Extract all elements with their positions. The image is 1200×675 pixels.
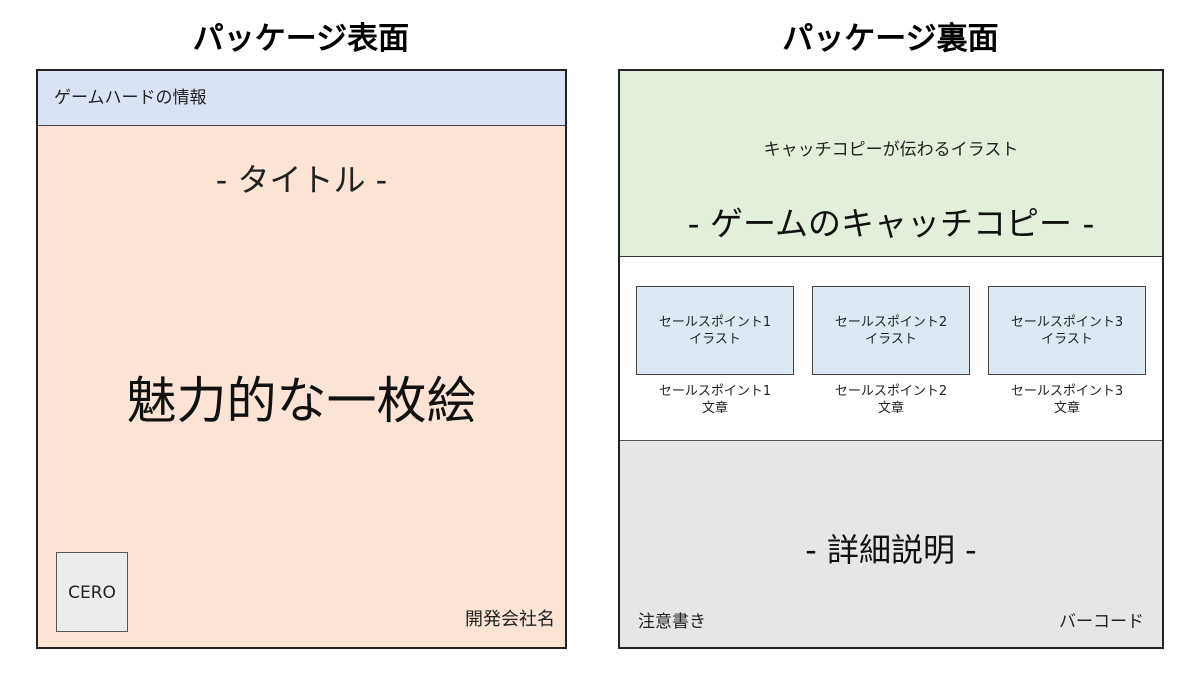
detail-description-title: - 詳細説明 - <box>805 531 977 569</box>
cero-rating-box: CERO <box>56 552 128 632</box>
illust-line-2: イラスト <box>865 331 917 347</box>
illust-line-2: イラスト <box>689 331 741 347</box>
text-line-2: 文章 <box>877 401 904 416</box>
notice-label: 注意書き <box>638 612 706 632</box>
back-heading: パッケージ裏面 <box>782 21 999 57</box>
text-line-1: セールスポイント1 <box>658 384 772 399</box>
text-line-1: セールスポイント3 <box>1010 384 1124 399</box>
barcode-label: バーコード <box>1059 612 1144 632</box>
main-artwork-label: 魅力的な一枚絵 <box>126 372 477 430</box>
illust-line-2: イラスト <box>1041 331 1093 347</box>
illust-line-1: セールスポイント2 <box>834 314 948 330</box>
hardware-info-band: ゲームハードの情報 <box>38 71 565 126</box>
game-title: - タイトル - <box>215 161 388 199</box>
catch-copy-area: キャッチコピーが伝わるイラスト - ゲームのキャッチコピー - <box>620 71 1162 257</box>
selling-point-text: セールスポイント2 文章 <box>812 383 970 417</box>
developer-name: 開発会社名 <box>465 609 555 630</box>
text-line-2: 文章 <box>701 401 728 416</box>
package-back-panel: キャッチコピーが伝わるイラスト - ゲームのキャッチコピー - セールスポイント… <box>618 69 1164 649</box>
text-line-1: セールスポイント2 <box>834 384 948 399</box>
selling-point-text: セールスポイント1 文章 <box>636 383 794 417</box>
catch-copy: - ゲームのキャッチコピー - <box>687 204 1095 243</box>
package-front-panel: ゲームハードの情報 - タイトル - 魅力的な一枚絵 CERO 開発会社名 <box>36 69 567 649</box>
illust-line-1: セールスポイント1 <box>658 314 772 330</box>
illust-line-1: セールスポイント3 <box>1010 314 1124 330</box>
text-line-2: 文章 <box>1053 401 1080 416</box>
front-heading: パッケージ表面 <box>192 21 410 57</box>
detail-area: - 詳細説明 - 注意書き バーコード <box>620 440 1162 647</box>
catch-illustration-label: キャッチコピーが伝わるイラスト <box>763 140 1019 160</box>
selling-point-text: セールスポイント3 文章 <box>988 383 1146 417</box>
